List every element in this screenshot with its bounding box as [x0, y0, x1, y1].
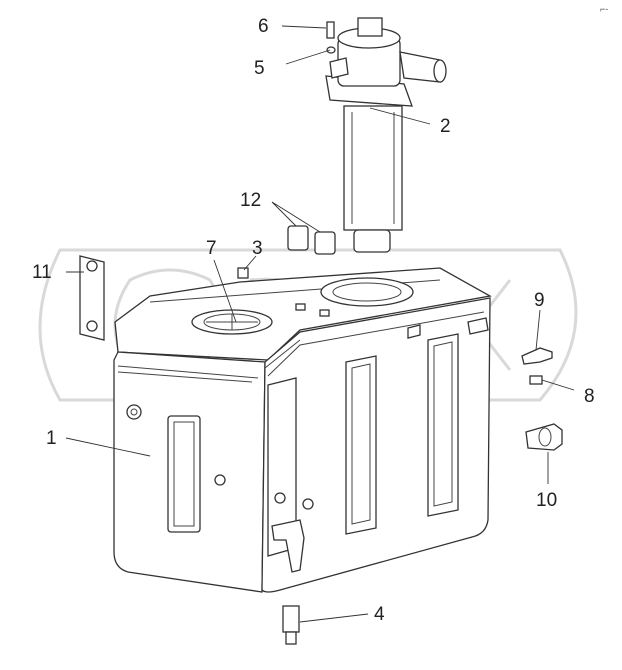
leader-lines: [65, 25, 575, 623]
callout-2: 2: [440, 116, 451, 137]
coupling-10: [525, 423, 563, 451]
corner-mark: ⌐-: [600, 4, 608, 14]
plug-3: [237, 267, 249, 279]
callout-8: 8: [584, 386, 595, 407]
callout-4: 4: [374, 604, 385, 625]
cap-screw-6: [326, 21, 335, 39]
washer-5: [326, 46, 336, 54]
plug-8: [529, 375, 543, 385]
callout-1: 1: [46, 428, 57, 449]
callout-5: 5: [254, 58, 265, 79]
hydraulic-tank: [113, 267, 492, 593]
callout-7: 7: [206, 238, 217, 259]
callout-11: 11: [32, 262, 52, 283]
callout-3: 3: [252, 238, 263, 259]
callout-9: 9: [534, 290, 545, 311]
breather-caps-12: [287, 225, 336, 255]
callout-12: 12: [240, 190, 261, 211]
mounting-bracket: [79, 255, 105, 341]
callout-10: 10: [536, 490, 557, 511]
callout-6: 6: [258, 16, 269, 37]
fitting-9: [521, 347, 553, 365]
callout-labels: 6 5 2 12 7 3 11 9 8 1 10 4 ⌐-: [32, 4, 608, 625]
drain-valve-4: [282, 605, 300, 645]
return-filter: [325, 17, 447, 253]
